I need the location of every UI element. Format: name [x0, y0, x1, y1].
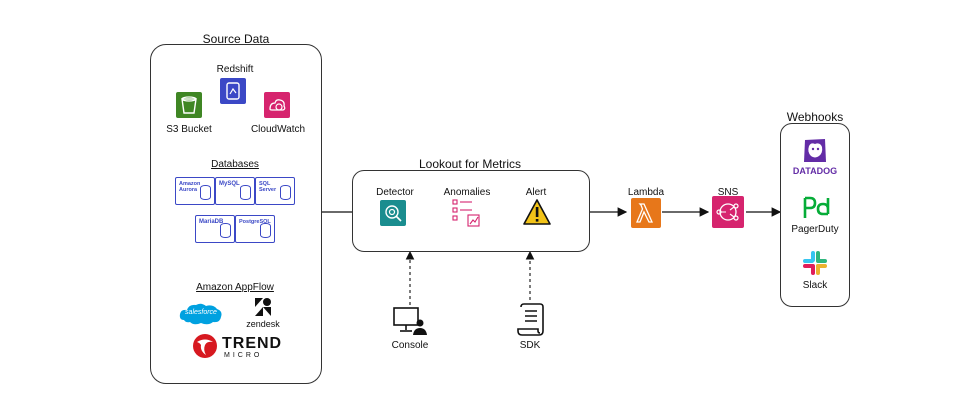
lambda-label: Lambda — [627, 187, 665, 198]
datadog-icon — [801, 136, 829, 164]
database-aurora: Amazon Aurora — [175, 177, 215, 205]
s3-bucket-label: S3 Bucket — [166, 124, 212, 135]
sns-icon — [712, 196, 744, 228]
database-postgresql: PostgreSQL — [235, 215, 275, 243]
detector-icon — [380, 200, 406, 226]
trend-text: TREND — [222, 335, 283, 352]
alert-warning-icon — [522, 198, 552, 226]
database-mysql: MySQL — [215, 177, 255, 205]
redshift-icon — [220, 78, 246, 104]
cloudwatch-icon — [264, 92, 290, 118]
sns-label: SNS — [717, 187, 739, 198]
salesforce-logo: salesforce — [178, 300, 224, 328]
zendesk-icon — [254, 297, 272, 317]
redshift-label: Redshift — [216, 64, 254, 75]
source-data-container — [150, 44, 322, 384]
zendesk-label: zendesk — [246, 319, 280, 329]
slack-label: Slack — [802, 280, 828, 291]
sdk-icon — [516, 303, 544, 337]
databases-title: Databases — [211, 159, 259, 170]
webhooks-title: Webhooks — [786, 110, 844, 124]
micro-text: MICRO — [224, 352, 263, 359]
database-sqlserver: SQL Server — [255, 177, 295, 205]
console-icon — [392, 306, 428, 336]
alert-label: Alert — [525, 187, 547, 198]
detector-label: Detector — [376, 187, 414, 198]
s3-bucket-icon — [176, 92, 202, 118]
webhooks-container — [780, 123, 850, 307]
appflow-title: Amazon AppFlow — [196, 282, 274, 293]
database-mariadb: MariaDB — [195, 215, 235, 243]
datadog-label: DATADOG — [792, 166, 838, 176]
anomalies-label: Anomalies — [443, 187, 491, 198]
pagerduty-label: PagerDuty — [791, 224, 839, 235]
cloudwatch-label: CloudWatch — [250, 124, 306, 135]
lambda-icon — [631, 198, 661, 228]
anomalies-icon — [451, 198, 481, 228]
sdk-label: SDK — [519, 340, 541, 351]
trend-micro-icon — [192, 333, 218, 359]
lookout-title: Lookout for Metrics — [418, 157, 522, 171]
console-label: Console — [391, 340, 429, 351]
slack-icon — [802, 250, 828, 276]
source-data-title: Source Data — [202, 32, 270, 46]
pagerduty-icon — [802, 196, 830, 220]
